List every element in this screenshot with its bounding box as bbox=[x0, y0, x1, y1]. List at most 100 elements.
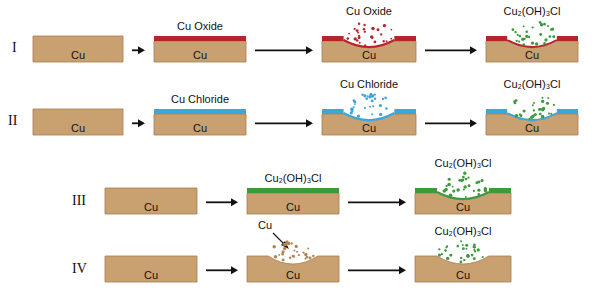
arrow-shaft bbox=[255, 122, 307, 124]
arrow-head bbox=[306, 46, 313, 54]
copper-body bbox=[322, 114, 416, 135]
metal-label: Cu bbox=[362, 49, 376, 62]
copper-slab: Cu bbox=[105, 188, 197, 214]
particle-dot bbox=[390, 29, 392, 31]
particle-dot bbox=[532, 104, 534, 106]
particle-dot bbox=[484, 189, 487, 192]
particle-dot bbox=[274, 255, 278, 259]
particle-dot bbox=[539, 113, 542, 116]
copper-slab: Cu₂(OH)₃ClCu bbox=[247, 188, 339, 214]
copper-body bbox=[486, 41, 578, 62]
particle-dot bbox=[354, 103, 356, 105]
particle-dot bbox=[460, 240, 462, 242]
surface-layer bbox=[394, 36, 416, 41]
particle-dot bbox=[386, 40, 388, 42]
copper-body bbox=[154, 41, 246, 62]
particle-dot bbox=[465, 244, 468, 247]
particle-dot bbox=[547, 97, 549, 99]
particle-dot bbox=[309, 256, 312, 259]
particle-dot bbox=[438, 248, 440, 250]
arrow-head bbox=[306, 119, 313, 127]
metal-label: Cu bbox=[525, 49, 539, 62]
copper-slab: Cu bbox=[105, 256, 197, 282]
particle-dot bbox=[377, 28, 380, 31]
particle-dot bbox=[525, 30, 528, 33]
corrosion-particles bbox=[350, 93, 388, 118]
particle-dot bbox=[272, 245, 275, 248]
arrow-shaft bbox=[425, 49, 471, 51]
process-arrow bbox=[255, 119, 313, 127]
particle-dot bbox=[550, 28, 552, 30]
process-arrow bbox=[348, 198, 406, 206]
process-arrow bbox=[255, 46, 313, 54]
particle-dot bbox=[465, 178, 468, 181]
surface-layer bbox=[557, 36, 578, 41]
particle-dot bbox=[365, 97, 368, 100]
copper-body bbox=[33, 109, 123, 135]
metal-label: Cu bbox=[144, 269, 158, 282]
arrow-head bbox=[231, 266, 238, 274]
particle-dot bbox=[481, 179, 484, 182]
copper-body bbox=[105, 188, 197, 214]
layer-heading: Cu₂(OH)₃Cl bbox=[434, 225, 491, 238]
particle-dot bbox=[380, 33, 382, 35]
particle-dot bbox=[356, 29, 359, 32]
particle-dot bbox=[543, 23, 546, 26]
particle-dot bbox=[534, 113, 537, 116]
particle-dot bbox=[374, 97, 376, 99]
particle-dot bbox=[353, 28, 355, 30]
particle-dot bbox=[382, 98, 384, 100]
pit-lining bbox=[437, 192, 489, 199]
copper-body bbox=[154, 114, 246, 135]
particle-dot bbox=[456, 188, 459, 191]
arrow-head bbox=[138, 46, 145, 54]
particle-dot bbox=[471, 254, 474, 257]
particle-dot bbox=[359, 42, 361, 44]
particle-dot bbox=[278, 254, 280, 256]
particle-dot bbox=[357, 114, 360, 117]
particle-dot bbox=[347, 37, 350, 40]
particle-dot bbox=[358, 23, 360, 25]
surface-layer bbox=[557, 109, 578, 114]
particle-dot bbox=[283, 247, 286, 250]
corrosion-particles bbox=[347, 23, 393, 47]
arrow-head bbox=[470, 119, 477, 127]
corrosion-particles bbox=[512, 21, 556, 46]
copper-body bbox=[486, 114, 578, 135]
arrow-head bbox=[231, 198, 238, 206]
metal-label: Cu bbox=[362, 122, 376, 135]
particle-dot bbox=[547, 25, 549, 27]
particle-dot bbox=[371, 113, 373, 115]
particle-dot bbox=[463, 259, 465, 261]
particle-dot bbox=[543, 42, 545, 44]
particle-dot bbox=[446, 257, 449, 260]
particle-dot bbox=[364, 31, 366, 33]
copper-slab: Cu bbox=[33, 36, 123, 62]
arrow-head bbox=[470, 46, 477, 54]
metal-label: Cu bbox=[525, 122, 539, 135]
row-number: I bbox=[12, 40, 17, 56]
particle-dot bbox=[539, 21, 542, 24]
process-arrow bbox=[132, 46, 145, 54]
particle-dot bbox=[364, 45, 366, 47]
particle-dot bbox=[477, 189, 480, 192]
particle-dot bbox=[541, 100, 544, 103]
particle-dot bbox=[304, 253, 307, 256]
arrow-head bbox=[138, 119, 145, 127]
metal-label: Cu bbox=[71, 49, 85, 62]
copper-body bbox=[322, 41, 416, 62]
particle-dot bbox=[287, 242, 291, 246]
particle-dot bbox=[478, 181, 481, 184]
process-arrow bbox=[425, 119, 477, 127]
layer-heading: Cu Oxide bbox=[177, 20, 223, 33]
particle-dot bbox=[516, 40, 518, 42]
surface-layer bbox=[322, 109, 344, 114]
metal-label: Cu bbox=[286, 201, 300, 214]
particle-dot bbox=[478, 193, 481, 196]
particle-dot bbox=[541, 97, 543, 99]
arrow-head bbox=[399, 198, 406, 206]
row-number: II bbox=[8, 113, 17, 129]
process-arrow bbox=[132, 119, 145, 127]
particle-dot bbox=[445, 185, 447, 187]
